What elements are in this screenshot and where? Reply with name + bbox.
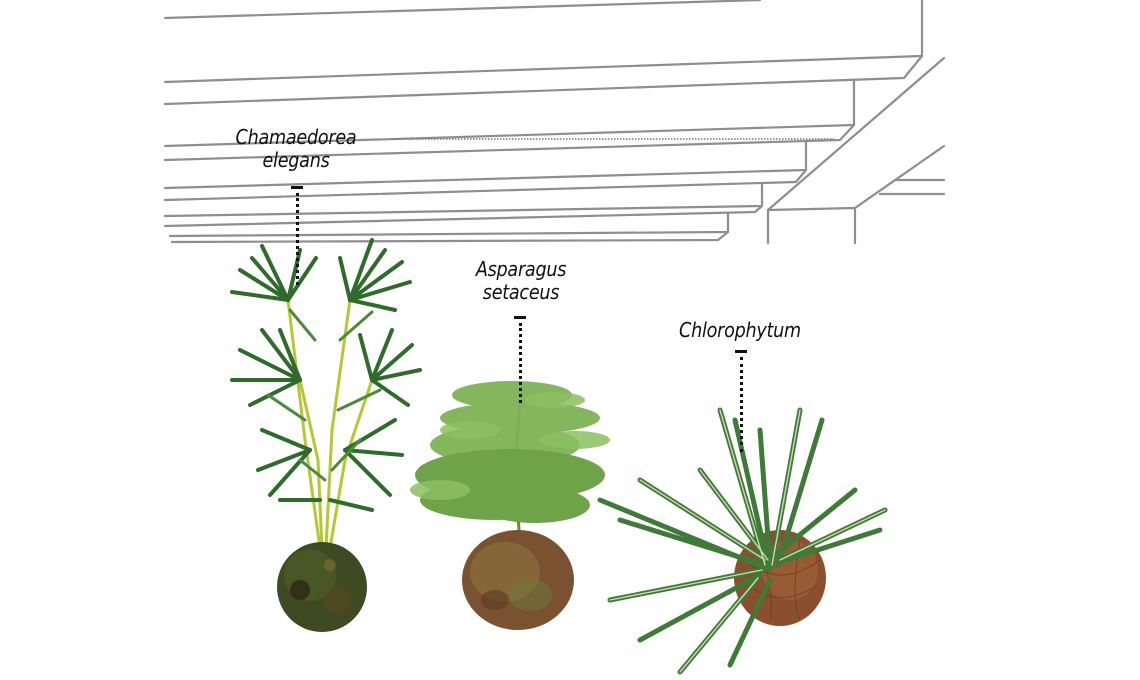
brown-moss-ball [462,530,574,630]
plant-label-line: Chamaedorea [235,125,357,149]
plant-label-line: Asparagus [475,257,567,281]
leader-cap [514,316,526,319]
plant-label-asparagus: Asparagus setaceus [464,258,578,304]
palm-plant-foliage [230,238,422,550]
fern-plant-foliage [410,381,610,546]
plant-label-line: setaceus [482,280,560,304]
plant-label-chamaedorea: Chamaedorea elegans [234,126,357,172]
leader-dots [296,193,302,285]
spider-plant-foliage [597,407,888,675]
green-moss-ball [277,542,367,632]
leader-dots [519,323,525,403]
leader-dots [740,357,746,452]
leader-cap [735,350,747,353]
leader-cap [291,186,303,189]
plant-label-chlorophytum: Chlorophytum [671,319,808,342]
plant-label-line: Chlorophytum [679,318,801,342]
plant-label-line: elegans [262,148,330,172]
